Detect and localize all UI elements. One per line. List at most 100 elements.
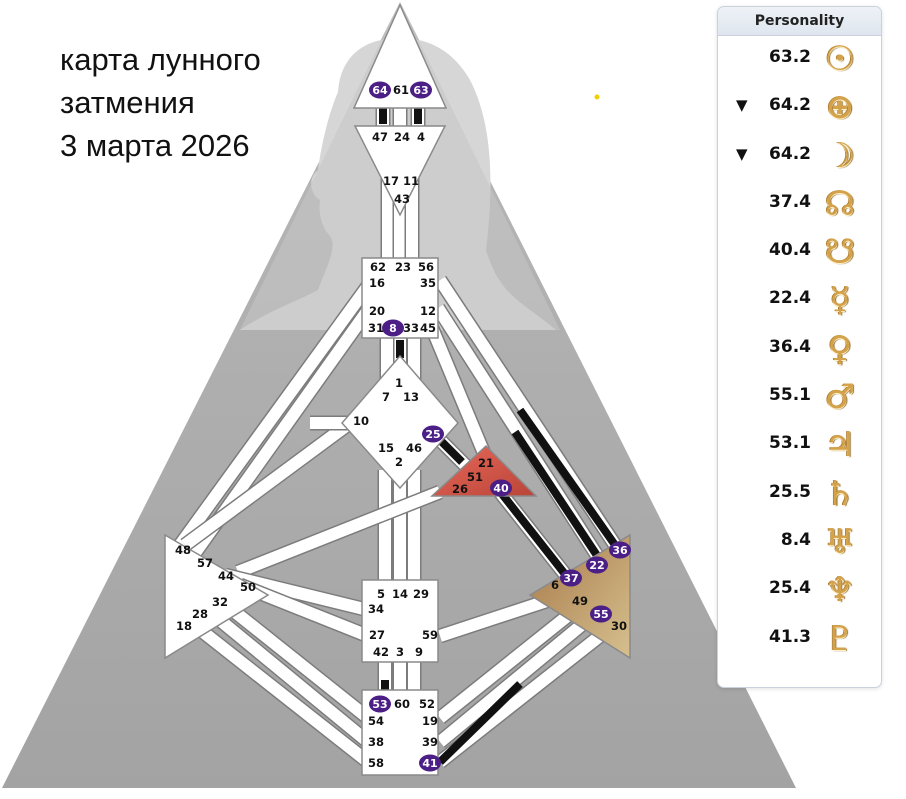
personality-value: 63.2 [769, 47, 811, 67]
gate-52: 52 [419, 697, 435, 711]
channel-28-38 [205, 606, 373, 748]
channel-32-54-band [216, 595, 372, 723]
gate-58-label: 58 [368, 756, 384, 770]
neptune-icon: ♆ [824, 570, 856, 611]
gate-64: 64 [369, 81, 391, 99]
gate-20-label: 20 [369, 304, 385, 318]
gate-64-marker [369, 81, 391, 99]
gate-8-label: 8 [389, 322, 397, 335]
yellow-dot [594, 94, 600, 100]
gate-7-label: 7 [382, 390, 390, 404]
gate-54-label: 54 [368, 714, 384, 728]
gate-26: 26 [452, 482, 468, 496]
personality-row: 55.1♂ [718, 374, 881, 422]
gate-31-label: 31 [368, 321, 384, 335]
gate-11-label: 11 [403, 174, 419, 188]
gate-32: 32 [212, 595, 228, 609]
gate-10: 10 [353, 414, 369, 428]
gate-1: 1 [395, 376, 403, 390]
pluto-icon: ♇ [824, 618, 856, 659]
gate-60: 60 [394, 697, 410, 711]
gate-25-label: 25 [425, 428, 440, 441]
gate-34-label: 34 [368, 602, 384, 616]
gate-58: 58 [368, 756, 384, 770]
gate-53-marker [369, 695, 391, 713]
gate-27: 27 [369, 628, 385, 642]
gate-14-label: 14 [392, 587, 408, 601]
gate-7: 7 [382, 390, 390, 404]
gate-14: 14 [392, 587, 408, 601]
gate-47-label: 47 [372, 130, 388, 144]
personality-value: 25.5 [769, 481, 811, 502]
mars-icon: ♂ [824, 377, 856, 418]
gate-46: 46 [406, 441, 422, 455]
gate-63: 63 [410, 81, 432, 99]
gate-2-label: 2 [395, 455, 403, 469]
gate-62-label: 62 [370, 260, 386, 274]
gate-36-marker [609, 541, 631, 559]
gate-62: 62 [370, 260, 386, 274]
gate-3: 3 [396, 645, 404, 659]
gate-6: 6 [551, 578, 559, 592]
gate-46-label: 46 [406, 441, 422, 455]
personality-row: ▼64.2⊕ [718, 84, 881, 132]
personality-value: 8.4 [780, 529, 811, 550]
personality-row: 22.4☿ [718, 277, 881, 325]
gate-38: 38 [368, 735, 384, 749]
gate-55: 55 [590, 605, 612, 623]
g-center [341, 354, 459, 490]
gate-36-label: 36 [612, 544, 628, 557]
south-node-icon: ☋ [824, 232, 856, 273]
centers [164, 3, 631, 776]
channel-30-41 [435, 622, 615, 768]
uranus-icon: ♅ [824, 521, 856, 562]
gate-42: 42 [373, 645, 389, 659]
gate-54: 54 [368, 714, 384, 728]
gate-4-label: 4 [417, 130, 425, 144]
gate-22-marker [586, 556, 608, 574]
personality-row: 8.4 ♅ [718, 519, 881, 567]
gate-63-marker [410, 81, 432, 99]
channel-28-38-band [206, 607, 372, 747]
gate-37: 37 [560, 569, 582, 587]
gate-5: 5 [377, 587, 385, 601]
gate-13-label: 13 [403, 390, 419, 404]
gate-29: 29 [413, 587, 429, 601]
personality-row: 53.1♃ [718, 422, 881, 470]
gate-16: 16 [369, 276, 385, 290]
gate-19-label: 19 [422, 714, 438, 728]
gate-17: 17 [383, 174, 399, 188]
gate-30: 30 [611, 619, 627, 633]
personality-value: 22.4 [769, 288, 811, 309]
gate-40-marker [490, 479, 512, 497]
gate-49-label: 49 [572, 594, 588, 608]
gate-55-label: 55 [593, 608, 608, 621]
channel-16-48-band [175, 279, 375, 549]
personality-value: 53.1 [769, 433, 811, 454]
channel-30-41-defined [437, 681, 523, 765]
gate-15-label: 15 [378, 441, 394, 455]
gate-42-label: 42 [373, 645, 389, 659]
personality-row: 25.4♆ [718, 567, 881, 615]
gate-13: 13 [403, 390, 419, 404]
gate-37-label: 37 [563, 572, 578, 585]
gate-8-marker [382, 319, 404, 337]
gate-5-label: 5 [377, 587, 385, 601]
sun-icon: ☉ [824, 39, 856, 79]
gate-33: 33 [403, 321, 419, 335]
gate-22-label: 22 [589, 559, 604, 572]
gate-61: 61 [393, 83, 409, 97]
venus-icon: ♀ [827, 328, 853, 369]
gate-15: 15 [378, 441, 394, 455]
gate-35: 35 [420, 276, 436, 290]
gate-57-label: 57 [197, 556, 213, 570]
personality-panel: Personality 63.2☉▼64.2⊕▼64.2☽37.4☊40.4☋2… [717, 6, 882, 688]
gate-40-label: 40 [493, 482, 509, 495]
channel-32-54 [215, 594, 373, 724]
gate-19: 19 [422, 714, 438, 728]
channel-26-44 [235, 485, 443, 579]
channel-10-57-band [181, 418, 354, 550]
gate-40: 40 [490, 479, 512, 497]
gate-28: 28 [192, 607, 208, 621]
channel-45-21-band [426, 325, 492, 461]
